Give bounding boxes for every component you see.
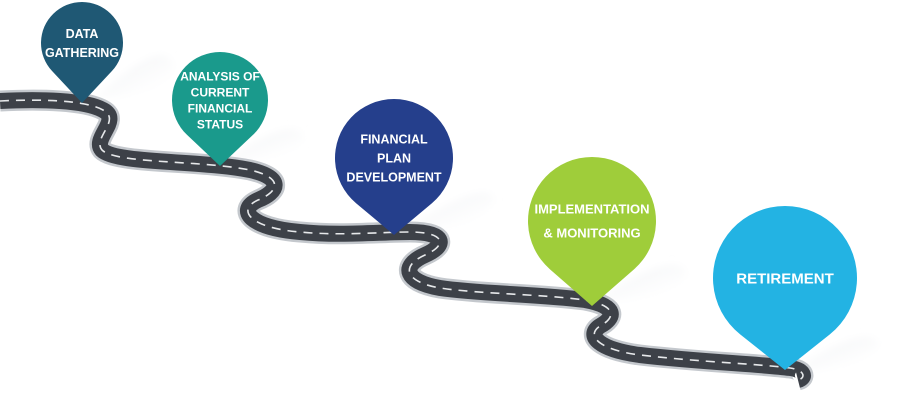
map-pin-marker-icon	[172, 51, 268, 166]
pin-shadow	[222, 129, 305, 162]
pin-label-line: STATUS	[197, 117, 243, 131]
pin-shadow	[592, 264, 688, 302]
pin-retirement: RETIREMENT	[713, 206, 857, 370]
pin-label-line: FINANCIAL	[360, 133, 428, 147]
pin-label-line: PLAN	[377, 152, 411, 166]
milestone-pins: DATA GATHERING ANALYSIS OF CURRENT FINANCIAL…	[41, 1, 857, 370]
pin-analysis: ANALYSIS OF CURRENT FINANCIAL STATUS	[172, 51, 268, 166]
pin-label-line: IMPLEMENTATION	[534, 202, 649, 217]
pin-shadows	[95, 55, 880, 372]
pin-label-line: RETIREMENT	[736, 270, 834, 287]
pin-shadow	[790, 336, 880, 372]
pin-label-line: DEVELOPMENT	[346, 171, 442, 185]
pin-shadow	[400, 192, 495, 232]
road	[0, 89, 814, 391]
road-center-line	[0, 99, 804, 381]
pin-label-line: FINANCIAL	[188, 101, 253, 115]
pin-data-gathering: DATA GATHERING	[41, 1, 124, 103]
pin-financial-plan: FINANCIAL PLAN DEVELOPMENT	[335, 99, 454, 235]
map-pin-marker-icon	[335, 99, 454, 235]
pin-label-line: ANALYSIS OF	[180, 69, 260, 83]
pin-implementation: IMPLEMENTATION & MONITORING	[528, 157, 656, 306]
map-pin-marker-icon	[713, 206, 857, 370]
map-pin-marker-icon	[41, 1, 124, 103]
pin-label-line: DATA	[66, 27, 99, 41]
pin-label-line: GATHERING	[45, 46, 119, 60]
pin-shadow	[95, 55, 175, 98]
map-pin-marker-icon	[528, 157, 656, 306]
pin-label-line: & MONITORING	[543, 226, 640, 241]
pin-label-line: CURRENT	[191, 85, 250, 99]
